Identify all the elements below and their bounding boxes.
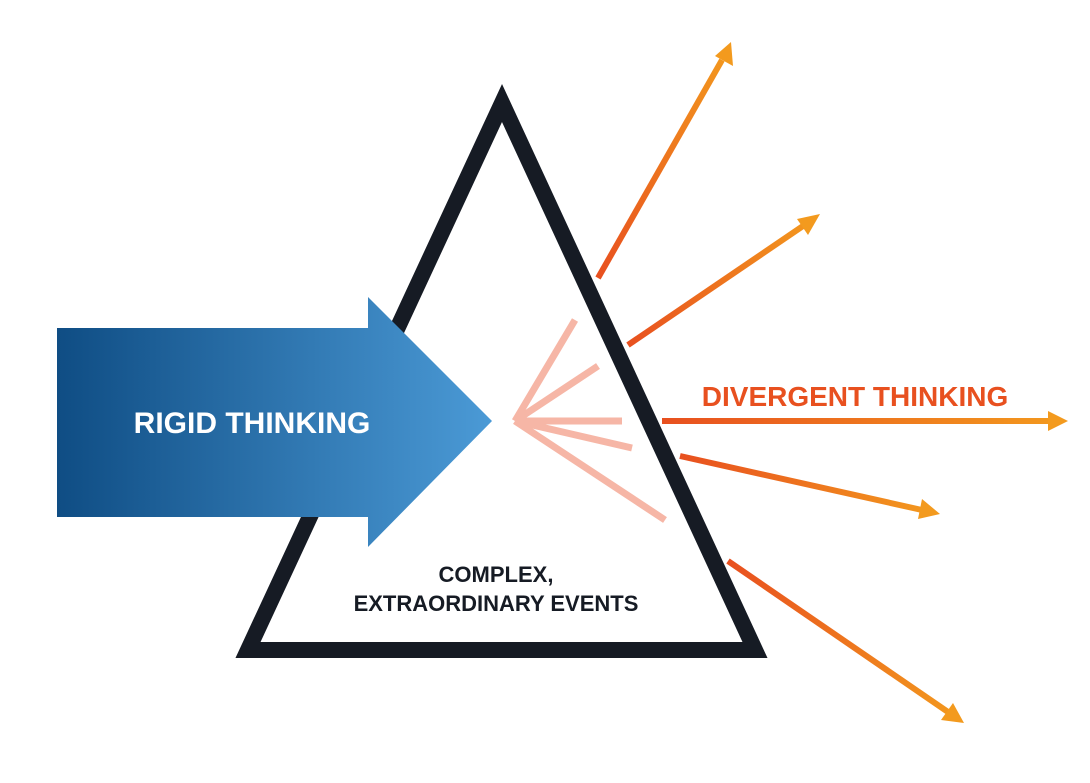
rigid-thinking-arrow: RIGID THINKING [57,297,492,547]
divergent-ray-4 [679,453,940,519]
inner-ray-5 [513,418,667,523]
prism-label-line-1: COMPLEX, [439,562,554,587]
rigid-thinking-label: RIGID THINKING [134,407,371,440]
divergent-thinking-label: DIVERGENT THINKING [702,381,1008,412]
divergent-ray-3 [662,411,1068,431]
prism-label-line-2: EXTRAORDINARY EVENTS [354,591,639,616]
inner-ray-4 [514,417,633,452]
divergent-ray-2 [626,214,820,348]
divergent-ray-5 [726,558,964,723]
inner-ray-1 [511,318,579,423]
inner-refracted-rays [511,318,667,523]
divergent-ray-1 [595,42,733,280]
divergent-rays [595,42,1068,723]
inner-ray-2 [513,363,600,424]
